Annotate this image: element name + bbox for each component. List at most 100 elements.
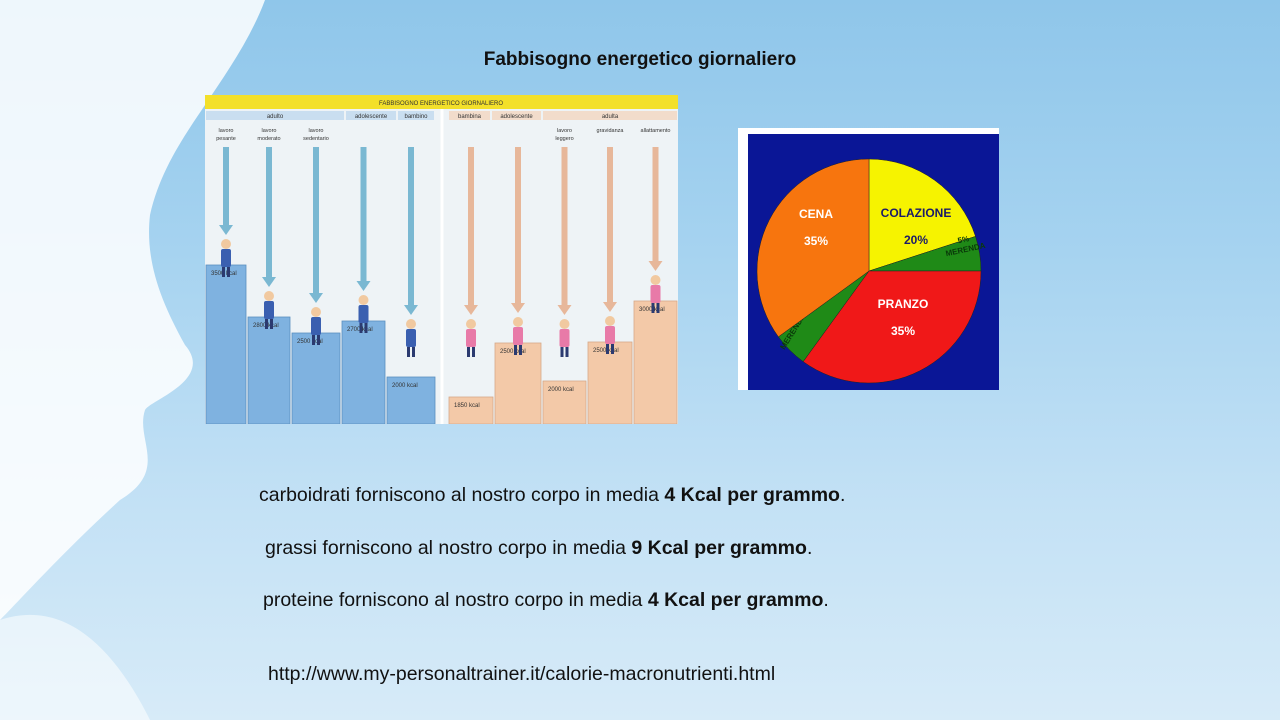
person-body <box>358 305 369 323</box>
line-text: grassi forniscono al nostro corpo in med… <box>265 537 632 559</box>
line-end: . <box>839 484 846 506</box>
person-leg <box>472 347 475 357</box>
pie-slice <box>756 158 870 338</box>
proteins-line: proteine forniscono al nostro corpo in m… <box>263 589 829 612</box>
arrow-head <box>511 303 525 313</box>
kcal-label: 2500 kcal <box>500 349 526 355</box>
group-band <box>492 111 541 120</box>
arrow-head <box>219 225 233 235</box>
pie-slice <box>868 158 976 272</box>
slice-name: COLAZIONE <box>881 206 952 220</box>
column-label: lavoro <box>557 128 572 134</box>
group-band <box>398 111 434 120</box>
person-leg <box>407 347 410 357</box>
column-label: allattamento <box>641 128 671 134</box>
person-leg <box>265 319 268 329</box>
arrow-head <box>309 293 323 303</box>
group-band <box>543 111 677 120</box>
group-label: adulta <box>602 114 619 120</box>
column-label: pesante <box>216 136 236 142</box>
arrow-head <box>356 281 371 291</box>
group-band <box>346 111 396 120</box>
group-label: adolescente <box>500 114 533 120</box>
person-body <box>406 329 416 347</box>
arrow-head <box>557 305 572 315</box>
column-label: leggero <box>555 136 573 142</box>
person-leg <box>312 335 315 345</box>
person-leg <box>606 344 609 354</box>
person-body <box>264 301 274 319</box>
slice-name: PRANZO <box>878 297 929 311</box>
person-leg <box>364 323 368 333</box>
person-leg <box>560 347 564 357</box>
person-body <box>311 317 321 335</box>
kcal-step <box>247 316 291 424</box>
column-label: lavoro <box>262 128 277 134</box>
person-head <box>264 291 274 301</box>
kcal-step <box>448 396 494 424</box>
kcal-step <box>587 341 633 424</box>
person-leg <box>467 347 470 357</box>
person-body <box>466 329 476 347</box>
kcal-step <box>291 332 341 424</box>
line-text: proteine forniscono al nostro corpo in m… <box>263 589 648 611</box>
meal-distribution-pie-chart: COLAZIONE20%MERENDA5%PRANZO35%MERENDA5%C… <box>738 128 999 390</box>
line-bold: 4 Kcal per grammo <box>647 589 824 611</box>
group-label: adolescente <box>355 114 388 120</box>
person-leg <box>412 347 415 357</box>
person-body <box>559 329 570 347</box>
person-leg <box>514 345 517 355</box>
arrow-head <box>404 305 418 315</box>
pie-slice <box>802 270 982 384</box>
person-body <box>221 249 231 267</box>
fats-line: grassi forniscono al nostro corpo in med… <box>265 537 812 560</box>
person-head <box>650 275 661 285</box>
person-head <box>406 319 416 329</box>
person-body <box>605 326 615 344</box>
kcal-label: 2000 kcal <box>548 387 574 393</box>
group-band <box>206 111 344 120</box>
person-head <box>221 239 231 249</box>
line-bold: 9 Kcal per grammo <box>631 537 807 559</box>
person-head <box>513 317 523 327</box>
arrow-head <box>648 261 663 271</box>
person-head <box>311 307 321 317</box>
person-leg <box>317 335 320 345</box>
column-label: gravidanza <box>597 128 625 134</box>
person-body <box>650 285 661 303</box>
kcal-step <box>386 376 436 424</box>
person-head <box>466 319 476 329</box>
arrow-head <box>262 277 276 287</box>
line-bold: 4 Kcal per grammo <box>664 484 840 506</box>
infographic-header: FABBISOGNO ENERGETICO GIORNALIERO <box>379 101 503 107</box>
carbohydrates-line: carboidrati forniscono al nostro corpo i… <box>259 484 845 507</box>
kcal-step <box>633 300 678 424</box>
column-label: lavoro <box>219 128 234 134</box>
line-text: carboidrati forniscono al nostro corpo i… <box>259 484 665 506</box>
column-label: lavoro <box>309 128 324 134</box>
group-label: adulto <box>267 114 284 120</box>
kcal-label: 2000 kcal <box>392 383 418 389</box>
group-label: bambino <box>404 114 428 120</box>
line-end: . <box>806 537 813 559</box>
person-leg <box>222 267 225 277</box>
person-body <box>513 327 523 345</box>
source-url[interactable]: http://www.my-personaltrainer.it/calorie… <box>268 663 776 685</box>
slice-label-group: PRANZO 35% <box>878 297 929 338</box>
kcal-label: 2500 kcal <box>593 348 619 354</box>
kcal-step <box>542 380 587 424</box>
person-leg <box>359 323 363 333</box>
line-end: . <box>823 589 829 611</box>
person-leg <box>565 347 569 357</box>
kcal-step <box>205 264 247 424</box>
person-leg <box>270 319 273 329</box>
slide-title: Fabbisogno energetico giornaliero <box>483 49 797 70</box>
group-band <box>449 111 490 120</box>
person-leg <box>227 267 230 277</box>
daily-energy-needs-infographic: FABBISOGNO ENERGETICO GIORNALIERO adulto a… <box>205 95 678 424</box>
person-leg <box>519 345 522 355</box>
slice-percent: 35% <box>891 324 915 338</box>
